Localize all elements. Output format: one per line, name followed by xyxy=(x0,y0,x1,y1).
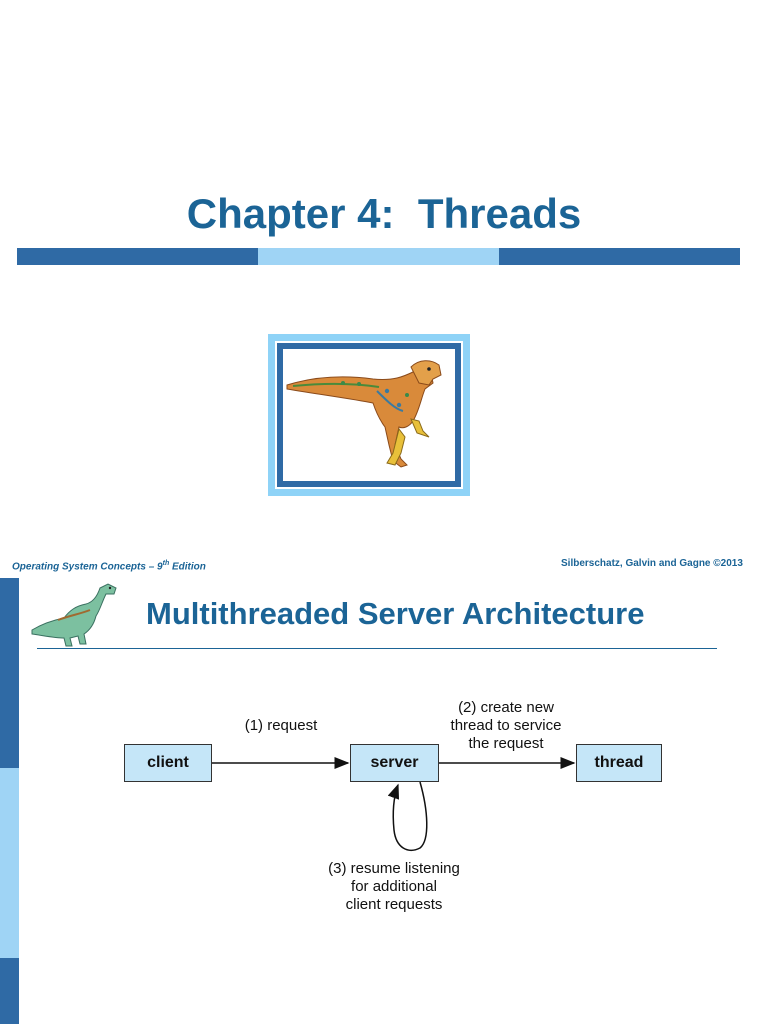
side-bar-bottom xyxy=(0,958,19,1024)
dinosaur-image-frame xyxy=(268,334,470,496)
create-label-line: the request xyxy=(468,735,544,752)
resume-label-line: for additional xyxy=(351,878,437,895)
title-bar-right xyxy=(499,248,740,265)
title-divider xyxy=(37,648,717,649)
server-box: server xyxy=(350,744,439,782)
side-bar-middle xyxy=(0,768,19,958)
create-thread-label: (2) create new thread to service the req… xyxy=(436,699,576,753)
slide-title: Chapter 4: Threads xyxy=(186,190,582,237)
create-label-line: (2) create new xyxy=(458,699,554,716)
resume-label-line: client requests xyxy=(345,896,443,913)
slide-2-title: Multithreaded Server Architecture xyxy=(146,596,645,631)
dinosaur-illustration xyxy=(286,360,442,468)
side-bar-top xyxy=(0,578,19,768)
client-box: client xyxy=(124,744,212,782)
thread-box: thread xyxy=(576,744,662,782)
resume-listening-loop-arrow xyxy=(387,781,428,851)
dinosaur-logo-icon xyxy=(31,583,117,647)
title-bar-middle xyxy=(258,248,499,265)
create-label-line: thread to service xyxy=(450,717,562,734)
request-label: (1) request xyxy=(244,717,318,734)
footer-book-title: Operating System Concepts – 9th Edition xyxy=(12,560,206,573)
resume-listening-label: (3) resume listening for additional clie… xyxy=(314,860,474,914)
title-bar-left xyxy=(17,248,258,265)
resume-label-line: (3) resume listening xyxy=(328,860,460,877)
footer-authors: Silberschatz, Galvin and Gagne ©2013 xyxy=(561,558,743,569)
